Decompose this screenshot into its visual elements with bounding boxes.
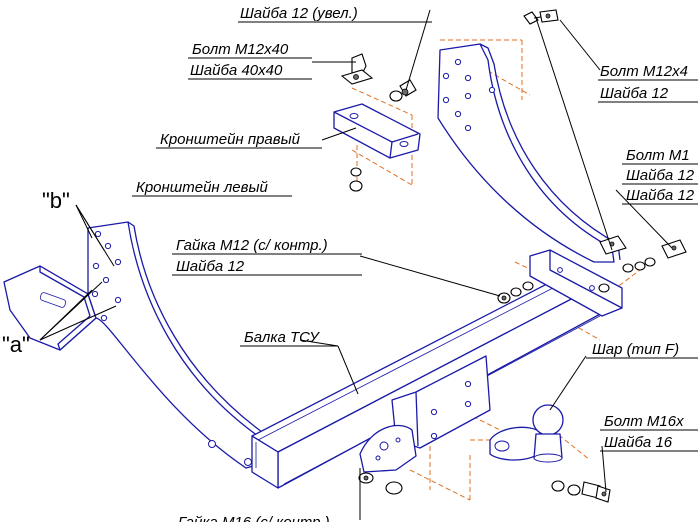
label-washer-40x40: Шайба 40х40 <box>190 62 283 79</box>
label-beam-text: Балка ТСУ <box>244 329 320 346</box>
label-bracket-left: Кронштейн левый <box>132 179 292 197</box>
label-bolt-m12x40-top: Болт М12х40 <box>192 41 289 58</box>
label-washer-12-enlarged: Шайба 12 (увел.) <box>238 5 432 23</box>
label-bracket-left-text: Кронштейн левый <box>136 179 269 196</box>
label-washer-12-far-a: Шайба 12 <box>626 167 695 184</box>
label-washer-12-enlarged-text: Шайба 12 (увел.) <box>240 5 358 22</box>
label-ball-text: Шар (тип F) <box>592 341 679 358</box>
label-ball: Шар (тип F) <box>586 341 698 359</box>
label-bolt-m16: Болт М16х Шайба 16 <box>600 413 698 452</box>
label-washer-12-nut: Шайба 12 <box>176 258 245 275</box>
label-washer-16: Шайба 16 <box>604 434 673 451</box>
mark-a: "a" <box>2 332 30 357</box>
front-mount-plate-right <box>529 249 623 317</box>
label-bolt-washer-right: Болт М12х4 Шайба 12 <box>598 63 698 103</box>
hardware-right <box>598 235 687 293</box>
label-beam: Балка ТСУ <box>240 329 338 347</box>
label-bolt-washers-far: Болт М1 Шайба 12 Шайба 12 <box>622 147 698 205</box>
leader-lines <box>39 9 673 520</box>
label-washer-12-right: Шайба 12 <box>600 85 669 102</box>
label-bolt-m16-text: Болт М16х <box>604 413 684 430</box>
label-bolt-m1-far: Болт М1 <box>626 147 690 164</box>
label-bolt-washer-top: Болт М12х40 Шайба 40х40 <box>188 41 312 80</box>
label-bolt-m12x40-right: Болт М12х4 <box>600 63 688 80</box>
tow-ball <box>489 404 564 463</box>
label-bracket-right-text: Кронштейн правый <box>160 131 301 148</box>
label-nut-m12-text: Гайка М12 (с/ контр.) <box>176 237 328 254</box>
label-nut-m12: Гайка М12 (с/ контр.) Шайба 12 <box>172 237 362 276</box>
bracket-right <box>333 43 621 263</box>
center-mount-plate <box>359 355 491 473</box>
label-nut-m16-bottom: Гайка М16 (с/ контр.) <box>178 514 330 522</box>
bracket-left <box>3 221 269 469</box>
label-washer-12-far-b: Шайба 12 <box>626 187 695 204</box>
label-nut-m16-text: Гайка М16 (с/ контр.) <box>178 514 330 522</box>
label-bracket-right: Кронштейн правый <box>156 131 322 149</box>
mark-b: "b" <box>42 188 70 213</box>
hardware-top <box>340 9 559 192</box>
hardware-front <box>358 281 611 503</box>
